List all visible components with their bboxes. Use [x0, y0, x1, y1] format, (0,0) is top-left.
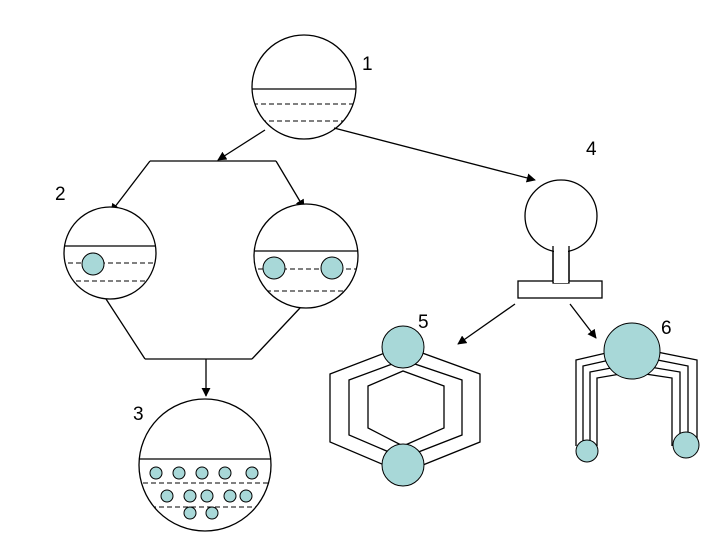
label-step-2: 2 — [55, 184, 66, 205]
stage-5-vesicle — [329, 325, 481, 487]
bubble — [81, 252, 105, 276]
bubble — [262, 256, 286, 280]
label-step-5: 5 — [418, 312, 429, 333]
bubble — [672, 431, 700, 459]
split-bracket — [110, 160, 305, 213]
stage-2b-circle — [253, 203, 359, 309]
bubble — [575, 439, 599, 463]
arrow-1-to-2 — [217, 129, 266, 161]
arrow-1-to-4 — [333, 127, 536, 183]
arrow-4-to-5 — [457, 303, 516, 345]
stage-1-circle — [251, 34, 357, 140]
label-step-6: 6 — [661, 318, 672, 339]
arrow-4-to-6 — [569, 303, 597, 339]
bubble — [381, 443, 425, 487]
bubble — [603, 322, 661, 380]
label-step-3: 3 — [133, 404, 144, 425]
stage-3-circle — [138, 398, 272, 532]
stage-2a-circle — [63, 206, 157, 300]
label-step-4: 4 — [586, 139, 597, 160]
bubble — [320, 256, 344, 280]
stage-4-molecule — [517, 179, 603, 299]
label-step-1: 1 — [362, 54, 373, 75]
bubble — [381, 325, 425, 369]
stage-6-arch — [575, 322, 700, 463]
merge-funnel — [105, 298, 301, 397]
